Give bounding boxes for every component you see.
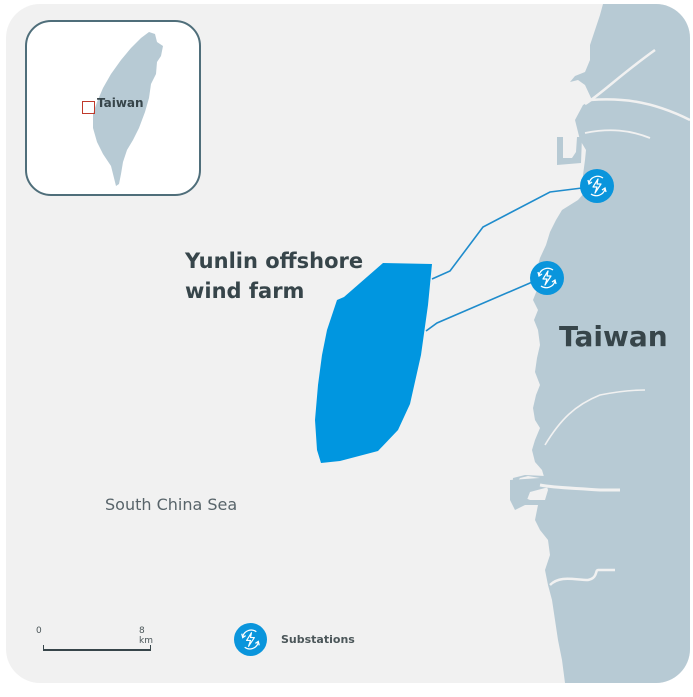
scale-start-label: 0	[36, 626, 42, 636]
river	[589, 98, 690, 122]
inset-country-label: Taiwan	[97, 96, 144, 110]
river	[544, 389, 646, 446]
wind-farm-label: Yunlin offshore wind farm	[185, 246, 363, 306]
wind-farm-label-line2: wind farm	[185, 279, 305, 303]
substation-icon	[234, 622, 267, 656]
map-graphic	[315, 4, 690, 683]
river	[549, 568, 615, 586]
scale-end-label: 8 km	[139, 626, 153, 646]
substation-icon[interactable]	[580, 169, 614, 203]
inset-locator-map: Taiwan	[25, 20, 201, 196]
river	[539, 483, 620, 492]
scale-bar: 0 8 km	[36, 626, 156, 656]
substation-icon[interactable]	[530, 261, 564, 295]
country-label: Taiwan	[559, 320, 668, 353]
sea-label: South China Sea	[105, 495, 238, 514]
study-area-marker	[82, 101, 95, 114]
land-harbor	[557, 137, 582, 165]
export-cable-north	[431, 186, 591, 280]
legend: Substations	[234, 622, 355, 656]
map-canvas: Yunlin offshore wind farm Taiwan South C…	[6, 4, 690, 683]
taiwan-island-silhouette	[93, 32, 163, 186]
legend-label-substations: Substations	[281, 632, 355, 646]
wind-farm-label-line1: Yunlin offshore	[185, 249, 364, 273]
wind-farm-area[interactable]	[315, 263, 432, 463]
land-taiwan-coast	[512, 4, 690, 683]
river	[584, 129, 651, 139]
scale-bar-line	[43, 645, 151, 651]
river	[584, 48, 656, 106]
export-cable-south	[425, 279, 538, 332]
